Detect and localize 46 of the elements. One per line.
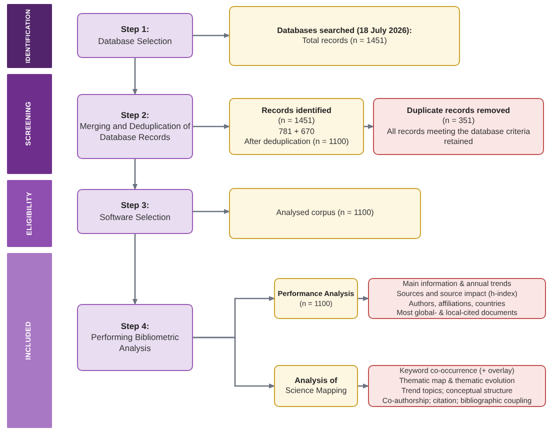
step-box (77, 94, 193, 159)
box-heading: Analysis of (294, 376, 338, 386)
stage-band (7, 180, 52, 247)
box-heading: Records identified (262, 106, 332, 116)
arrow (132, 159, 138, 190)
box-text: Science Mapping (285, 386, 347, 396)
stage-band (7, 4, 52, 68)
arrow (364, 124, 374, 129)
list-box (368, 278, 546, 319)
info-box (274, 365, 358, 407)
box-text: 781 + 670 (278, 126, 314, 137)
box-heading: Step 4: (120, 320, 150, 332)
step-box (77, 13, 193, 58)
arrow (132, 234, 138, 305)
step-box (77, 304, 193, 371)
stage-band (7, 74, 52, 174)
box-text: Software Selection (100, 212, 170, 223)
box-text: (n = 1451) (278, 116, 315, 126)
box-text: After deduplication (n = 1100) (244, 136, 349, 148)
box-heading: Step 1: (120, 24, 150, 36)
box-text: Total records (n = 1451) (302, 36, 387, 46)
arrow (358, 384, 369, 388)
arrow (193, 336, 275, 388)
box-text: Database Selection (98, 36, 172, 47)
box-heading: Step 2: (120, 110, 150, 121)
arrow (358, 296, 369, 301)
info-box (274, 278, 358, 319)
box-heading: Step 3: (120, 200, 150, 212)
box-text: All records meeting the database criteria retained (386, 126, 532, 148)
info-box (229, 6, 460, 66)
box-text: Performing Bibliometric Analysis (90, 332, 180, 354)
stage-band (7, 253, 52, 428)
list-box (368, 365, 546, 407)
arrow (132, 58, 138, 95)
box-heading: Duplicate records removed (406, 106, 510, 116)
excluded-box (373, 98, 544, 155)
box-heading: Databases searched (18 July 2026): (277, 26, 412, 36)
arrow (193, 209, 230, 214)
info-box (229, 98, 364, 155)
box-text: Merging and Deduplication of Database Records (78, 120, 192, 144)
box-text: (n = 351) (442, 116, 475, 126)
info-box (229, 188, 421, 239)
arrow (193, 124, 230, 129)
box-text: Analysed corpus (n = 1100) (276, 208, 374, 219)
step-box (77, 189, 193, 234)
arrow (193, 33, 230, 38)
